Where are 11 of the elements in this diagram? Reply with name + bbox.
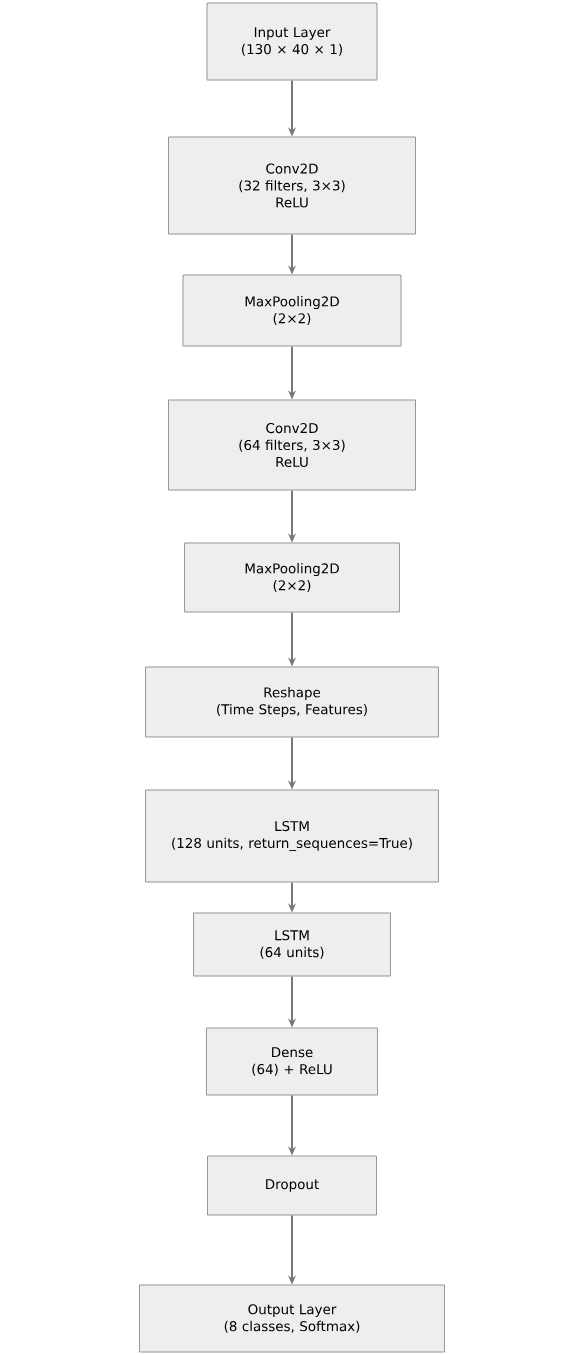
layer-box: Output Layer (8 classes, Softmax) [139, 1284, 445, 1353]
layer-box: LSTM (128 units, return_sequences=True) [145, 789, 439, 883]
layer-box: Dropout [207, 1155, 377, 1216]
layer-box: MaxPooling2D (2×2) [182, 274, 402, 347]
layer-box: LSTM (64 units) [193, 912, 391, 977]
layer-box: Reshape (Time Steps, Features) [145, 666, 439, 738]
layer-box: Conv2D (64 filters, 3×3) ReLU [168, 399, 416, 491]
layer-box: Input Layer (130 × 40 × 1) [206, 2, 378, 81]
layer-box: Dense (64) + ReLU [206, 1027, 378, 1096]
layer-box: MaxPooling2D (2×2) [184, 542, 400, 613]
layer-box: Conv2D (32 filters, 3×3) ReLU [168, 136, 416, 235]
